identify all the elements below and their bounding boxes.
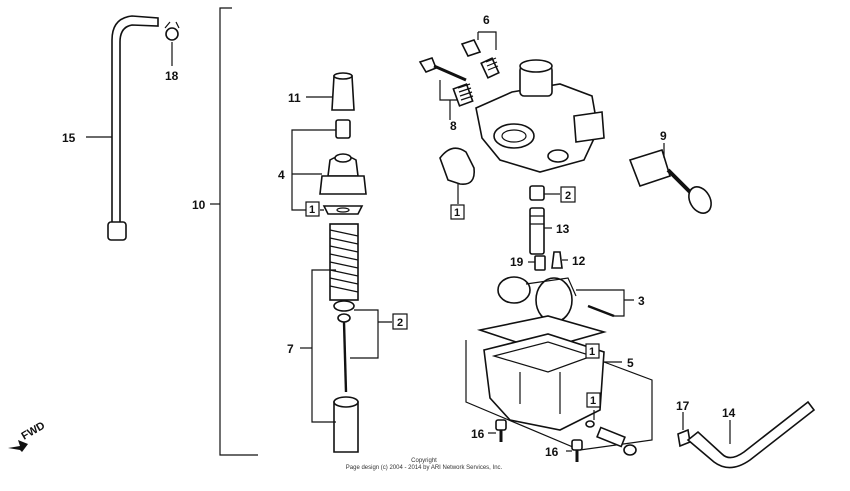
boxed-callout-1-drain: 1 <box>586 392 601 408</box>
svg-text:1: 1 <box>589 346 595 358</box>
callout-6: 6 <box>483 13 490 27</box>
leader-3 <box>576 289 634 317</box>
callout-12: 12 <box>572 254 586 268</box>
part-14-overflow-tube <box>686 400 816 469</box>
part-7-throttle-valve <box>333 396 359 453</box>
bracket-10 <box>219 7 258 456</box>
leader-4 <box>291 129 336 211</box>
part-3-float-pin <box>587 304 615 318</box>
part-7-throttle-valve-spring <box>329 223 359 301</box>
callout-11: 11 <box>288 91 301 105</box>
callout-7: 7 <box>287 342 294 356</box>
leader-8 <box>439 80 458 120</box>
part-8-throttle-stop-screw <box>418 57 474 107</box>
part-16-screw-left <box>495 419 507 442</box>
callout-8: 8 <box>450 119 457 133</box>
svg-text:1: 1 <box>590 395 596 407</box>
boxed-callout-1-top: 1 <box>305 201 320 217</box>
part-19-main-jet <box>534 255 546 271</box>
svg-text:2: 2 <box>565 190 571 202</box>
fwd-arrow-icon <box>8 440 28 452</box>
part-18-clip <box>164 21 180 41</box>
copyright-line-1: Copyright <box>411 458 437 464</box>
callout-16-left: 16 <box>471 427 485 441</box>
callout-13: 13 <box>556 222 570 236</box>
boxed-callout-2-left: 2 <box>392 313 408 330</box>
boxed-callout-1-gasket: 1 <box>585 343 600 359</box>
part-9-choke-plunger <box>628 148 712 214</box>
callout-4: 4 <box>278 168 285 182</box>
svg-text:2: 2 <box>397 317 403 329</box>
part-15-drain-tube <box>107 15 159 241</box>
callout-3: 3 <box>638 294 645 308</box>
boxed-callout-2-right: 2 <box>560 186 576 203</box>
callout-18: 18 <box>165 69 179 83</box>
part-11-cap <box>331 72 355 111</box>
svg-text:1: 1 <box>454 207 460 219</box>
svg-text:1: 1 <box>309 204 315 216</box>
part-drain-screw <box>585 420 637 456</box>
copyright-line-2: Page design (c) 2004 - 2014 by ARI Netwo… <box>346 465 503 471</box>
part-6-pilot-screw <box>460 39 500 79</box>
callout-19: 19 <box>510 255 524 269</box>
part-jet <box>529 185 545 201</box>
callout-14: 14 <box>722 406 736 420</box>
fwd-label: FWD <box>20 420 48 443</box>
leader-2-left <box>350 309 392 359</box>
callout-9: 9 <box>660 129 667 143</box>
forward-direction-indicator: FWD <box>8 420 47 452</box>
part-1-gasket-ring <box>439 147 476 185</box>
boxed-callout-1-ring: 1 <box>450 204 465 220</box>
callout-5: 5 <box>627 356 634 370</box>
part-5-float-chamber <box>483 333 605 431</box>
callout-17: 17 <box>676 399 690 413</box>
part-12-slow-jet <box>551 251 563 269</box>
part-3-float <box>497 276 577 323</box>
part-jet-needle <box>342 321 348 393</box>
part-carburetor-body <box>475 59 605 173</box>
bracket-7 <box>311 269 336 423</box>
callout-16-right: 16 <box>545 445 559 459</box>
part-16-screw-right <box>571 439 583 462</box>
part-17-clip <box>677 428 691 448</box>
part-needle-retainer <box>333 300 355 323</box>
part-13-needle-jet <box>529 207 545 255</box>
callout-10: 10 <box>192 198 206 212</box>
callout-15: 15 <box>62 131 76 145</box>
part-4-carburetor-top <box>319 119 367 215</box>
leader-6 <box>477 31 497 50</box>
